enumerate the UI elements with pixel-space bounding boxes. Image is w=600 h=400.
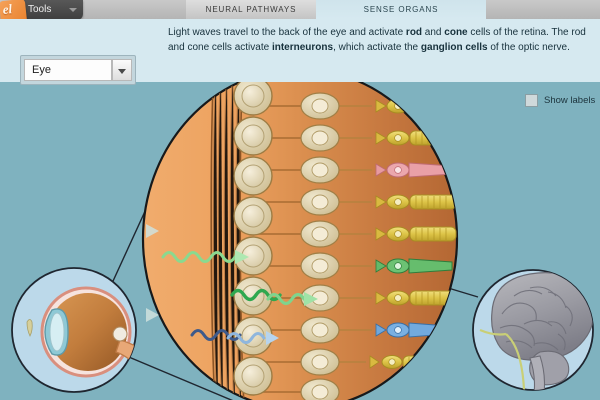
rod-cell [375, 290, 455, 306]
rod-cell [375, 226, 457, 242]
organ-select-arrow[interactable] [112, 59, 132, 81]
instr-2a: The rod and cone cells activate [168, 27, 586, 53]
rod-cell [375, 194, 457, 210]
app-logo-glyph: el [1, 1, 13, 18]
show-labels-checkbox[interactable] [525, 93, 538, 107]
table-row [252, 316, 449, 344]
tab-sense-organs[interactable]: SENSE ORGANS [316, 0, 486, 19]
table-row [252, 284, 455, 312]
table-row [252, 156, 453, 184]
table-row [252, 188, 457, 216]
instr-cone: cone [444, 27, 468, 38]
tab-sense-organs-label: SENSE ORGANS [363, 5, 439, 14]
cone-cell-pink [375, 162, 453, 178]
instr-1a: Light waves travel to the back of the ey… [168, 27, 406, 38]
instr-1e: cells of the retina. [467, 27, 552, 38]
organ-select[interactable]: Eye [20, 55, 136, 85]
instruction-text: Light waves travel to the back of the ey… [168, 26, 592, 55]
retina-cross-section [141, 82, 459, 400]
chevron-down-icon [69, 8, 77, 12]
instr-interneurons: interneurons [271, 41, 334, 53]
table-row [252, 378, 340, 400]
light-wave-green-1 [161, 250, 249, 264]
table-row [252, 220, 457, 248]
instr-1c: and [422, 27, 445, 38]
tab-neural-pathways-label: NEURAL PATHWAYS [205, 5, 297, 14]
organ-select-value: Eye [24, 59, 112, 81]
tools-button-label: Tools [28, 4, 52, 15]
eye-inset[interactable] [11, 267, 154, 393]
header-panel: Eye Light waves travel to the back of th… [0, 19, 600, 85]
instr-ganglion: ganglion cells [420, 41, 488, 53]
cone-cell-green [375, 258, 453, 274]
instr-rod: rod [405, 27, 423, 38]
tab-strip: NEURAL PATHWAYS SENSE ORGANS [0, 0, 600, 19]
light-wave-green-2 [230, 288, 318, 306]
diagram-stage [0, 82, 600, 400]
show-labels-control[interactable]: Show labels [525, 92, 595, 108]
tools-button[interactable]: Tools [20, 0, 83, 20]
brain-inset[interactable] [472, 269, 594, 394]
light-wave-blue [190, 329, 279, 345]
instr-2e: of the optic nerve. [487, 41, 570, 53]
instr-2c: , which activate the [333, 41, 421, 53]
tab-neural-pathways[interactable]: NEURAL PATHWAYS [186, 0, 316, 19]
show-labels-label: Show labels [544, 94, 596, 106]
chevron-down-icon [118, 69, 126, 74]
incoming-light-arrows [146, 224, 159, 322]
light-waves [161, 250, 318, 345]
retina-diagram [11, 82, 594, 400]
